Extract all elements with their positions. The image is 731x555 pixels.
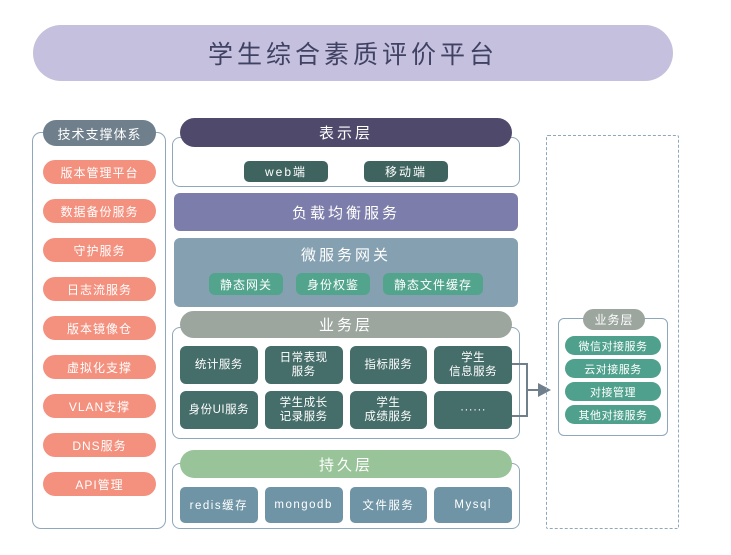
gateway-feature[interactable]: 身份权鉴 — [295, 273, 370, 295]
datastore-box[interactable]: 文件服务 — [349, 487, 428, 523]
support-item[interactable]: 守护服务 — [43, 238, 156, 262]
service-box-more[interactable]: ······ — [434, 391, 512, 429]
gateway-header: 微服务网关 — [300, 247, 391, 264]
support-item[interactable]: 日志流服务 — [43, 277, 156, 301]
service-box[interactable]: 学生 信息服务 — [434, 346, 512, 384]
service-box[interactable]: 日常表现 服务 — [264, 346, 343, 384]
support-item[interactable]: 版本管理平台 — [43, 160, 156, 184]
gateway-block: 微服务网关 静态网关 身份权鉴 静态文件缓存 — [174, 238, 518, 307]
client-mobile[interactable]: 移动端 — [364, 161, 448, 182]
support-item[interactable]: 虚拟化支撑 — [43, 355, 156, 379]
service-box[interactable]: 身份UI服务 — [180, 391, 258, 429]
external-item[interactable]: 其他对接服务 — [565, 405, 661, 424]
support-item[interactable]: 数据备份服务 — [43, 199, 156, 223]
external-item[interactable]: 云对接服务 — [565, 359, 661, 378]
support-panel-header: 技术支撑体系 — [43, 120, 156, 146]
presentation-layer-clients: web端 移动端 — [180, 161, 512, 182]
gateway-feature[interactable]: 静态网关 — [208, 273, 283, 295]
support-item[interactable]: API管理 — [43, 472, 156, 496]
client-web[interactable]: web端 — [244, 161, 328, 182]
gateway-feature[interactable]: 静态文件缓存 — [383, 273, 484, 295]
support-item[interactable]: VLAN支撑 — [43, 394, 156, 418]
external-item[interactable]: 对接管理 — [565, 382, 661, 401]
connector-arrow-icon — [507, 363, 551, 417]
presentation-layer-header: 表示层 — [180, 118, 512, 147]
datastore-box[interactable]: redis缓存 — [180, 487, 258, 523]
service-box[interactable]: 学生成长 记录服务 — [264, 391, 343, 429]
load-balancer-bar[interactable]: 负载均衡服务 — [174, 193, 518, 231]
external-item[interactable]: 微信对接服务 — [565, 336, 661, 355]
business-layer-header: 业务层 — [180, 311, 512, 338]
external-zone-dashed-frame — [546, 135, 679, 529]
service-box[interactable]: 学生 成绩服务 — [349, 391, 428, 429]
datastore-box[interactable]: Mysql — [434, 487, 512, 523]
external-business-layer-header: 业务层 — [583, 309, 645, 330]
persistence-layer-header: 持久层 — [180, 450, 512, 478]
service-box[interactable]: 统计服务 — [180, 346, 258, 384]
support-item[interactable]: 版本镜像仓 — [43, 316, 156, 340]
business-layer-services: 统计服务 日常表现 服务 指标服务 学生 信息服务 身份UI服务 学生成长 记录… — [180, 346, 512, 429]
external-business-layer-items: 微信对接服务 云对接服务 对接管理 其他对接服务 — [565, 336, 661, 424]
gateway-features: 静态网关 身份权鉴 静态文件缓存 — [174, 273, 518, 295]
support-item[interactable]: DNS服务 — [43, 433, 156, 457]
support-panel-items: 版本管理平台 数据备份服务 守护服务 日志流服务 版本镜像仓 虚拟化支撑 VLA… — [43, 160, 156, 496]
datastore-box[interactable]: mongodb — [264, 487, 343, 523]
page-title: 学生综合素质评价平台 — [33, 25, 673, 81]
service-box[interactable]: 指标服务 — [349, 346, 428, 384]
persistence-layer-stores: redis缓存 mongodb 文件服务 Mysql — [180, 487, 512, 523]
